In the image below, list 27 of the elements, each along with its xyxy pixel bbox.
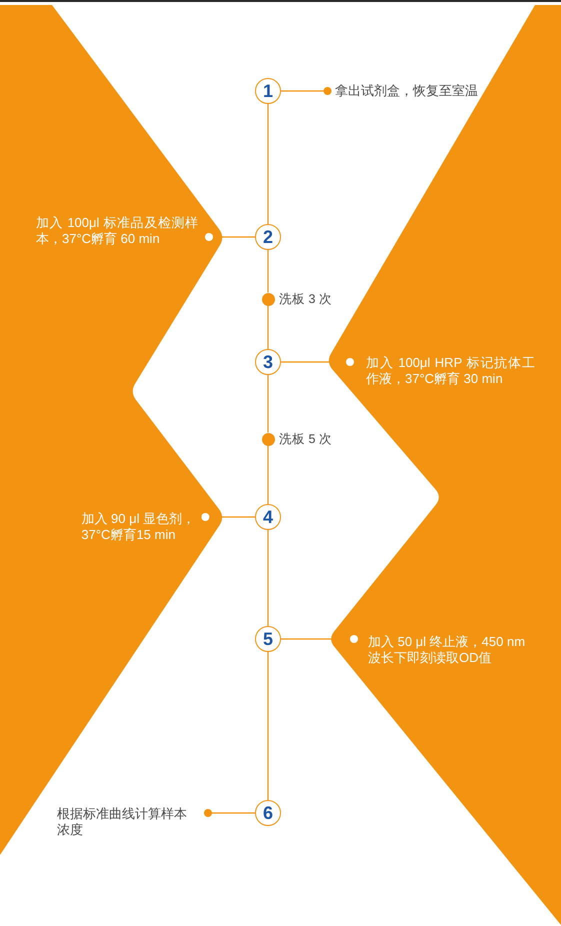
step-description: 加入 50 μl 终止液，450 nm 波长下即刻读取OD值 — [358, 634, 530, 666]
step-description: 加入 90 μl 显色剂，37°C孵育15 min — [81, 511, 202, 543]
leader-line — [204, 809, 255, 817]
step-number-circle: 5 — [255, 626, 281, 652]
timeline-line — [267, 375, 269, 432]
wash-step-label: 洗板 3 次 — [279, 292, 332, 306]
leader-line — [205, 233, 255, 241]
step-description: 根据标准曲线计算样本浓度 — [57, 806, 204, 838]
wash-step-label: 洗板 5 次 — [279, 432, 332, 446]
step-description: 加入 100μl HRP 标记抗体工作液，37°C孵育 30 min — [354, 355, 535, 387]
timeline-line — [267, 250, 269, 292]
timeline-line — [267, 306, 269, 349]
timeline-line — [267, 652, 269, 800]
leader-line — [281, 358, 354, 366]
timeline-line — [267, 530, 269, 626]
step-description: 加入 100μl 标准品及检测样本，37°C孵育 60 min — [36, 215, 205, 247]
step-number-circle: 4 — [255, 504, 281, 530]
leader-line — [281, 635, 358, 643]
timeline-line — [267, 104, 269, 224]
timeline-line — [267, 446, 269, 504]
step-number-circle: 3 — [255, 349, 281, 375]
step-number-circle: 1 — [255, 78, 281, 104]
step-number-circle: 6 — [255, 800, 281, 826]
leader-line — [281, 87, 332, 95]
step-description: 拿出试剂盒，恢复至室温 — [332, 83, 502, 99]
leader-line — [201, 513, 255, 521]
step-number-circle: 2 — [255, 224, 281, 250]
